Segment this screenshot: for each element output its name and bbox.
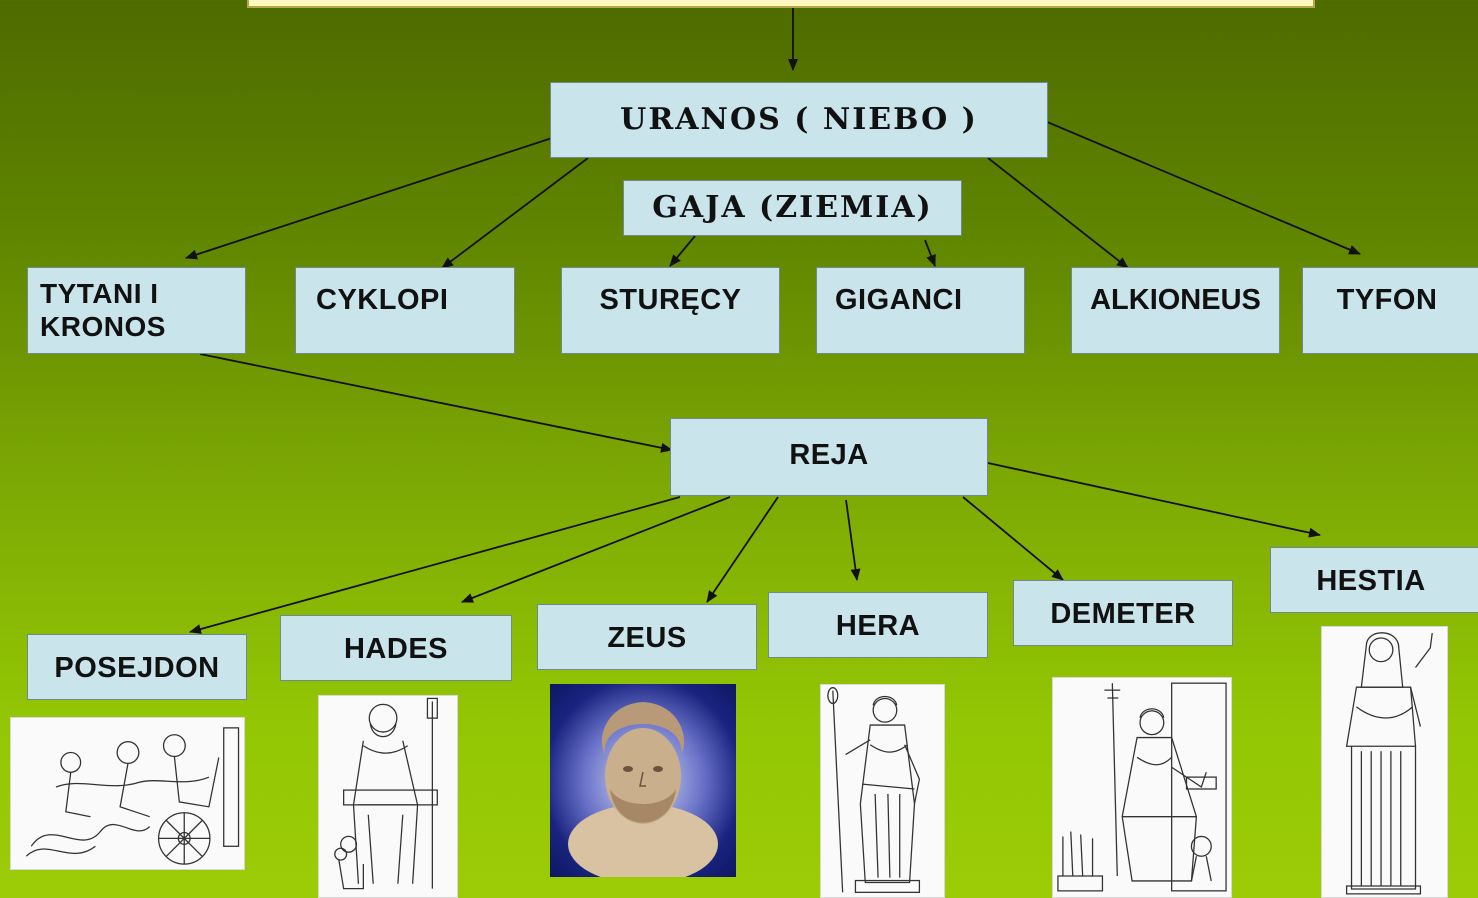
arrow-reja-to-zeus bbox=[706, 496, 779, 603]
posejdon-label: POSEJDON bbox=[54, 652, 220, 685]
gaja-box: GAJA (ZIEMIA) bbox=[623, 180, 962, 236]
posejdon-drawing bbox=[25, 727, 240, 865]
hades-label: HADES bbox=[343, 633, 448, 666]
hestia-image bbox=[1321, 626, 1448, 898]
arrow-uranos-to-tytani bbox=[185, 137, 553, 260]
uranos-box: URANOS ( NIEBO ) bbox=[550, 82, 1048, 158]
arrow-reja-to-hera bbox=[845, 499, 861, 581]
alkioneus-box: ALKIONEUS bbox=[1071, 267, 1280, 354]
arrow-uranos-to-alkioneus bbox=[987, 157, 1129, 269]
tytani-kronos-box: TYTANI I KRONOS bbox=[27, 267, 246, 354]
demeter-box: DEMETER bbox=[1013, 580, 1233, 646]
giganci-label: GIGANCI bbox=[835, 284, 963, 316]
zeus-label: ZEUS bbox=[607, 622, 687, 655]
hestia-drawing bbox=[1345, 632, 1433, 895]
demeter-image bbox=[1052, 677, 1232, 898]
hera-label: HERA bbox=[835, 610, 921, 643]
uranos-label: URANOS ( NIEBO ) bbox=[620, 101, 978, 137]
arrow-uranos-to-cyklopi bbox=[441, 157, 589, 269]
zeus-image bbox=[550, 684, 736, 877]
arrow-reja-to-hades bbox=[461, 496, 731, 603]
hades-drawing bbox=[334, 697, 438, 890]
zeus-box: ZEUS bbox=[537, 604, 757, 670]
arrow-gaja-to-sturecy bbox=[669, 235, 696, 267]
hades-image bbox=[318, 695, 458, 898]
sturecy-label: STURĘCY bbox=[599, 284, 742, 316]
alkioneus-label: ALKIONEUS bbox=[1090, 284, 1261, 316]
arrow-gaja-to-giganci bbox=[924, 239, 936, 267]
arrow-uranos-to-tyfon bbox=[1032, 115, 1361, 255]
cyklopi-box: CYKLOPI bbox=[295, 267, 515, 354]
posejdon-box: POSEJDON bbox=[27, 634, 247, 700]
tyfon-box: TYFON bbox=[1302, 267, 1478, 354]
tyfon-label: TYFON bbox=[1336, 284, 1438, 316]
reja-label: REJA bbox=[789, 439, 869, 471]
gaja-label: GAJA (ZIEMIA) bbox=[652, 189, 933, 225]
hera-drawing bbox=[827, 687, 921, 893]
hestia-box: HESTIA bbox=[1270, 547, 1478, 613]
arrow-tytani-to-reja bbox=[199, 353, 673, 453]
giganci-box: GIGANCI bbox=[816, 267, 1025, 354]
tytani-kronos-label: TYTANI I KRONOS bbox=[40, 278, 166, 342]
hera-image bbox=[820, 684, 945, 898]
reja-box: REJA bbox=[670, 418, 988, 496]
arrow-reja-to-demeter bbox=[962, 496, 1064, 581]
hestia-label: HESTIA bbox=[1316, 565, 1426, 598]
demeter-label: DEMETER bbox=[1050, 598, 1196, 631]
sturecy-box: STURĘCY bbox=[561, 267, 780, 354]
cyklopi-label: CYKLOPI bbox=[316, 284, 449, 316]
demeter-drawing bbox=[1057, 682, 1227, 892]
posejdon-image bbox=[10, 717, 245, 870]
zeus-bust bbox=[568, 702, 718, 877]
hera-box: HERA bbox=[768, 592, 988, 658]
hades-box: HADES bbox=[280, 615, 512, 681]
top-banner-box bbox=[247, 0, 1315, 8]
arrow-reja-to-hestia bbox=[987, 462, 1321, 538]
